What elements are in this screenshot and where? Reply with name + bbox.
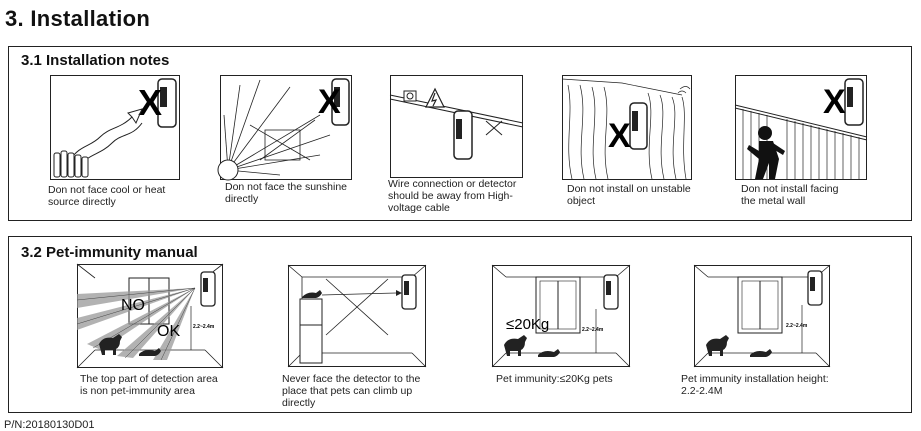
figure-metal-wall: X bbox=[734, 75, 868, 185]
pet-immunity-section: 3.2 Pet-immunity manual bbox=[8, 236, 912, 413]
figure-sunshine: X bbox=[217, 75, 352, 185]
svg-text:NO: NO bbox=[121, 297, 145, 314]
svg-text:X: X bbox=[318, 83, 341, 121]
svg-text:2.2~2.4m: 2.2~2.4m bbox=[193, 324, 215, 330]
figure-installation-height: 2.2~2.4m bbox=[693, 264, 831, 372]
svg-text:X: X bbox=[608, 117, 631, 155]
figure-unstable-object: X bbox=[561, 75, 692, 185]
caption-high-voltage: Wire connection or detector should be aw… bbox=[388, 178, 517, 214]
caption-installation-height: Pet immunity installation height: 2.2-2.… bbox=[681, 373, 829, 397]
figure-heat-source: X bbox=[50, 75, 180, 185]
caption-pet-weight: Pet immunity:≤20Kg pets bbox=[496, 373, 613, 385]
installation-notes-section: 3.1 Installation notes bbox=[8, 46, 912, 221]
svg-text:OK: OK bbox=[157, 323, 180, 340]
section-title: 3.1 Installation notes bbox=[21, 52, 170, 69]
svg-text:2.2~2.4m: 2.2~2.4m bbox=[786, 323, 808, 329]
svg-text:≤20Kg: ≤20Kg bbox=[506, 316, 549, 333]
caption-unstable-object: Don not install on unstable object bbox=[567, 183, 691, 207]
caption-detection-area: The top part of detection area is non pe… bbox=[80, 373, 218, 397]
figure-pet-weight: 2.2~2.4m ≤20Kg bbox=[491, 264, 631, 372]
svg-text:X: X bbox=[823, 83, 846, 121]
caption-climb-up: Never face the detector to the place tha… bbox=[282, 373, 421, 409]
page-title: 3. Installation bbox=[5, 6, 151, 31]
caption-heat-source: Don not face cool or heat source directl… bbox=[48, 184, 166, 208]
svg-text:2.2~2.4m: 2.2~2.4m bbox=[582, 327, 604, 333]
figure-climb-up bbox=[287, 264, 427, 372]
x-mark: X bbox=[138, 82, 162, 123]
section-title: 3.2 Pet-immunity manual bbox=[21, 244, 198, 261]
part-number: P/N:20180130D01 bbox=[4, 419, 95, 431]
caption-sunshine: Don not face the sunshine directly bbox=[225, 181, 348, 205]
caption-metal-wall: Don not install facing the metal wall bbox=[741, 183, 839, 207]
figure-detection-area: NO OK 2.2~2.4m bbox=[76, 263, 224, 373]
figure-high-voltage bbox=[389, 75, 524, 183]
